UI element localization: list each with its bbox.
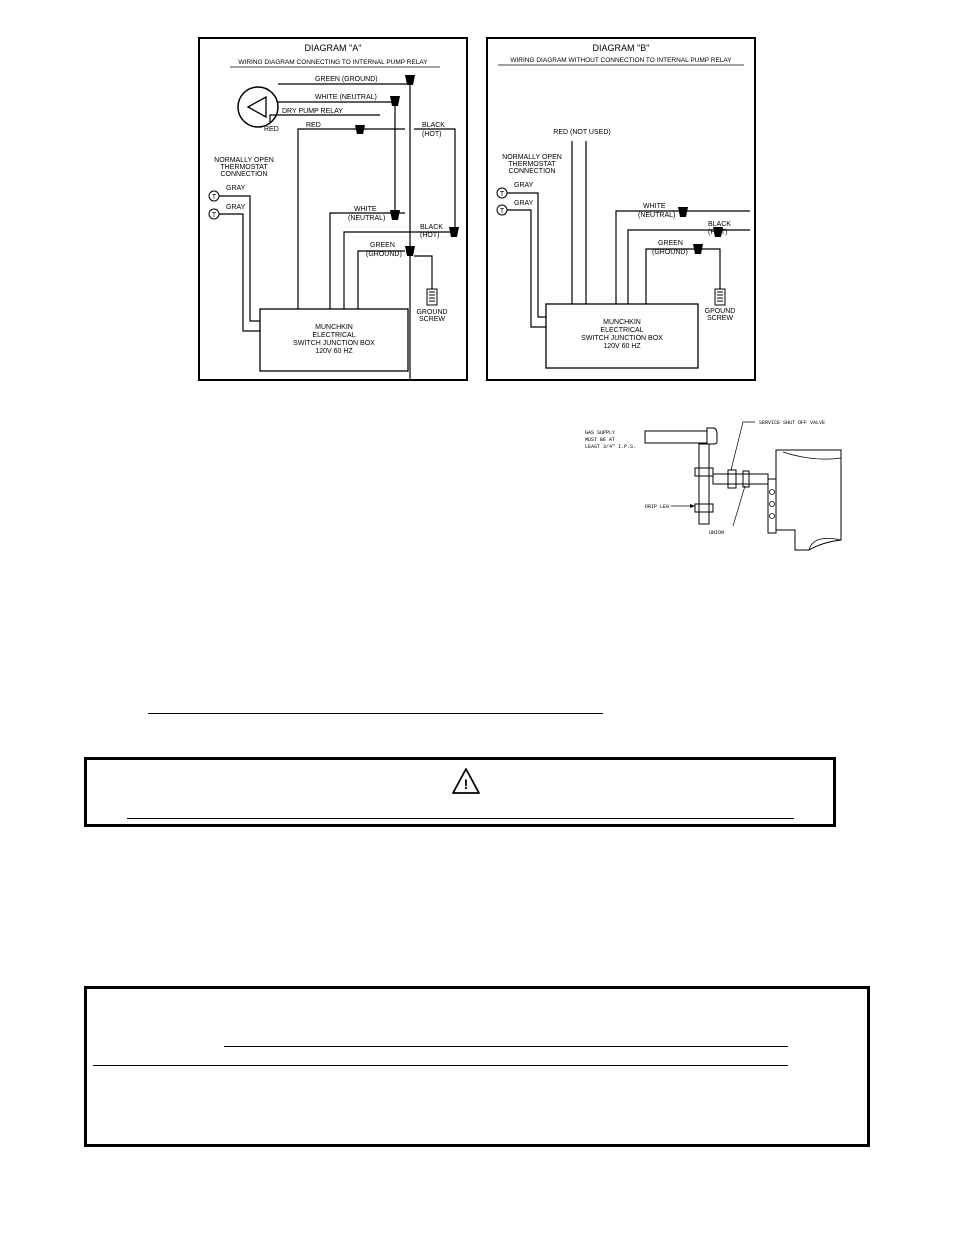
- diagram-b-title: DIAGRAM "B": [593, 43, 650, 53]
- label-green: GREEN: [658, 240, 683, 247]
- box-line-1: MUNCHKIN: [603, 319, 641, 326]
- label-gray-2: GRAY: [226, 204, 246, 211]
- gas-supply-line-3: LEAST 3/4" I.P.S.: [585, 444, 636, 450]
- label-thermostat-line-1: NORMALLY OPEN: [502, 154, 562, 161]
- diagram-a-title: DIAGRAM "A": [305, 43, 362, 53]
- thermostat-t-icon-1: T: [212, 194, 217, 201]
- label-red-pump: RED: [264, 126, 279, 133]
- wire-nut-green: [405, 246, 415, 256]
- label-thermostat-line-3: CONNECTION: [508, 168, 555, 175]
- label-service-shut-off-valve: SERVICE SHUT OFF VALVE: [759, 420, 825, 426]
- label-ground-screw-2: SCREW: [707, 315, 733, 322]
- label-thermostat-line-2: THERMOSTAT: [508, 161, 556, 168]
- notice-box-rule-1: [224, 1046, 788, 1047]
- wire-nut-green-top: [405, 75, 415, 85]
- label-dry-pump-relay: DRY PUMP RELAY: [282, 108, 343, 115]
- label-black: BLACK: [708, 221, 731, 228]
- box-line-3: SWITCH JUNCTION BOX: [581, 335, 663, 342]
- label-red-wire: RED: [306, 122, 321, 129]
- label-white: WHITE: [643, 203, 666, 210]
- label-gray-1: GRAY: [514, 182, 534, 189]
- thermostat-t-icon-1: T: [500, 191, 505, 198]
- box-line-3: SWITCH JUNCTION BOX: [293, 340, 375, 347]
- label-green-ground-top: GREEN (GROUND): [315, 76, 378, 83]
- gas-supply-line-1: GAS SUPPLY: [585, 430, 615, 436]
- label-neutral: (NEUTRAL): [348, 215, 385, 222]
- wire-nut-white: [678, 207, 688, 217]
- gas-supply-line-2: MUST BE AT: [585, 437, 615, 443]
- ground-screw-icon: [714, 288, 726, 306]
- label-ground-screw-2: SCREW: [419, 316, 445, 323]
- thermostat-t-icon-2: T: [500, 208, 505, 215]
- box-line-1: MUNCHKIN: [315, 324, 353, 331]
- label-thermostat-line-3: CONNECTION: [220, 171, 267, 178]
- gas-piping-figure: GAS SUPPLY MUST BE AT LEAST 3/4" I.P.S. …: [583, 414, 843, 552]
- underline-rule: [148, 713, 603, 714]
- junction-box: [259, 308, 409, 372]
- label-neutral: (NEUTRAL): [638, 212, 675, 219]
- warning-exclamation: !: [464, 776, 469, 792]
- wire-nut-red: [355, 125, 365, 134]
- label-ground-screw-1: GPOUND: [705, 308, 736, 315]
- label-drip-leg: DRIP LEG: [645, 504, 669, 510]
- wiring-diagram-a: DIAGRAM "A" WIRING DIAGRAM CONNECTING TO…: [198, 37, 468, 381]
- label-black-top: BLACK: [422, 122, 445, 129]
- diagram-b-subtitle: WIRING DIAGRAM WITHOUT CONNECTION TO INT…: [510, 57, 732, 64]
- box-line-4: 120V 60 HZ: [603, 343, 641, 350]
- label-ground-screw-1: GROUND: [416, 309, 447, 316]
- label-hot-top: (HOT): [422, 131, 441, 138]
- wire-nut-white: [390, 210, 400, 220]
- ground-screw-icon: [426, 288, 438, 306]
- label-gray-2: GRAY: [514, 200, 534, 207]
- label-union: UNION: [709, 530, 724, 536]
- label-gray-1: GRAY: [226, 185, 246, 192]
- label-thermostat-line-2: THERMOSTAT: [220, 164, 268, 171]
- wire-nut-black: [713, 227, 723, 237]
- label-red-not-used: RED (NOT USED): [553, 129, 610, 136]
- junction-box: [545, 303, 699, 369]
- wire-nut-black: [449, 227, 459, 237]
- label-black: BLACK: [420, 224, 443, 231]
- label-hot: (HOT): [420, 232, 439, 239]
- notice-box-rule-2: [93, 1065, 788, 1066]
- label-white: WHITE: [354, 206, 377, 213]
- notice-box: [84, 986, 870, 1147]
- label-ground: (GROUND): [652, 249, 688, 256]
- wire-nut-white-top: [390, 96, 400, 106]
- box-line-2: ELECTRICAL: [312, 332, 355, 339]
- pump-icon: [237, 86, 279, 128]
- wiring-diagram-b: DIAGRAM "B" WIRING DIAGRAM WITHOUT CONNE…: [486, 37, 756, 381]
- box-line-4: 120V 60 HZ: [315, 348, 353, 355]
- warning-box: !: [84, 757, 836, 827]
- warning-box-rule: [127, 818, 794, 819]
- label-ground: (GROUND): [366, 251, 402, 258]
- thermostat-t-icon-2: T: [212, 212, 217, 219]
- box-line-2: ELECTRICAL: [600, 327, 643, 334]
- label-thermostat-line-1: NORMALLY OPEN: [214, 157, 274, 164]
- label-green: GREEN: [370, 242, 395, 249]
- diagram-a-subtitle: WIRING DIAGRAM CONNECTING TO INTERNAL PU…: [238, 59, 428, 66]
- label-white-neutral-top: WHITE (NEUTRAL): [315, 94, 377, 101]
- wire-nut-green: [693, 244, 703, 254]
- warning-triangle-icon: !: [452, 768, 480, 794]
